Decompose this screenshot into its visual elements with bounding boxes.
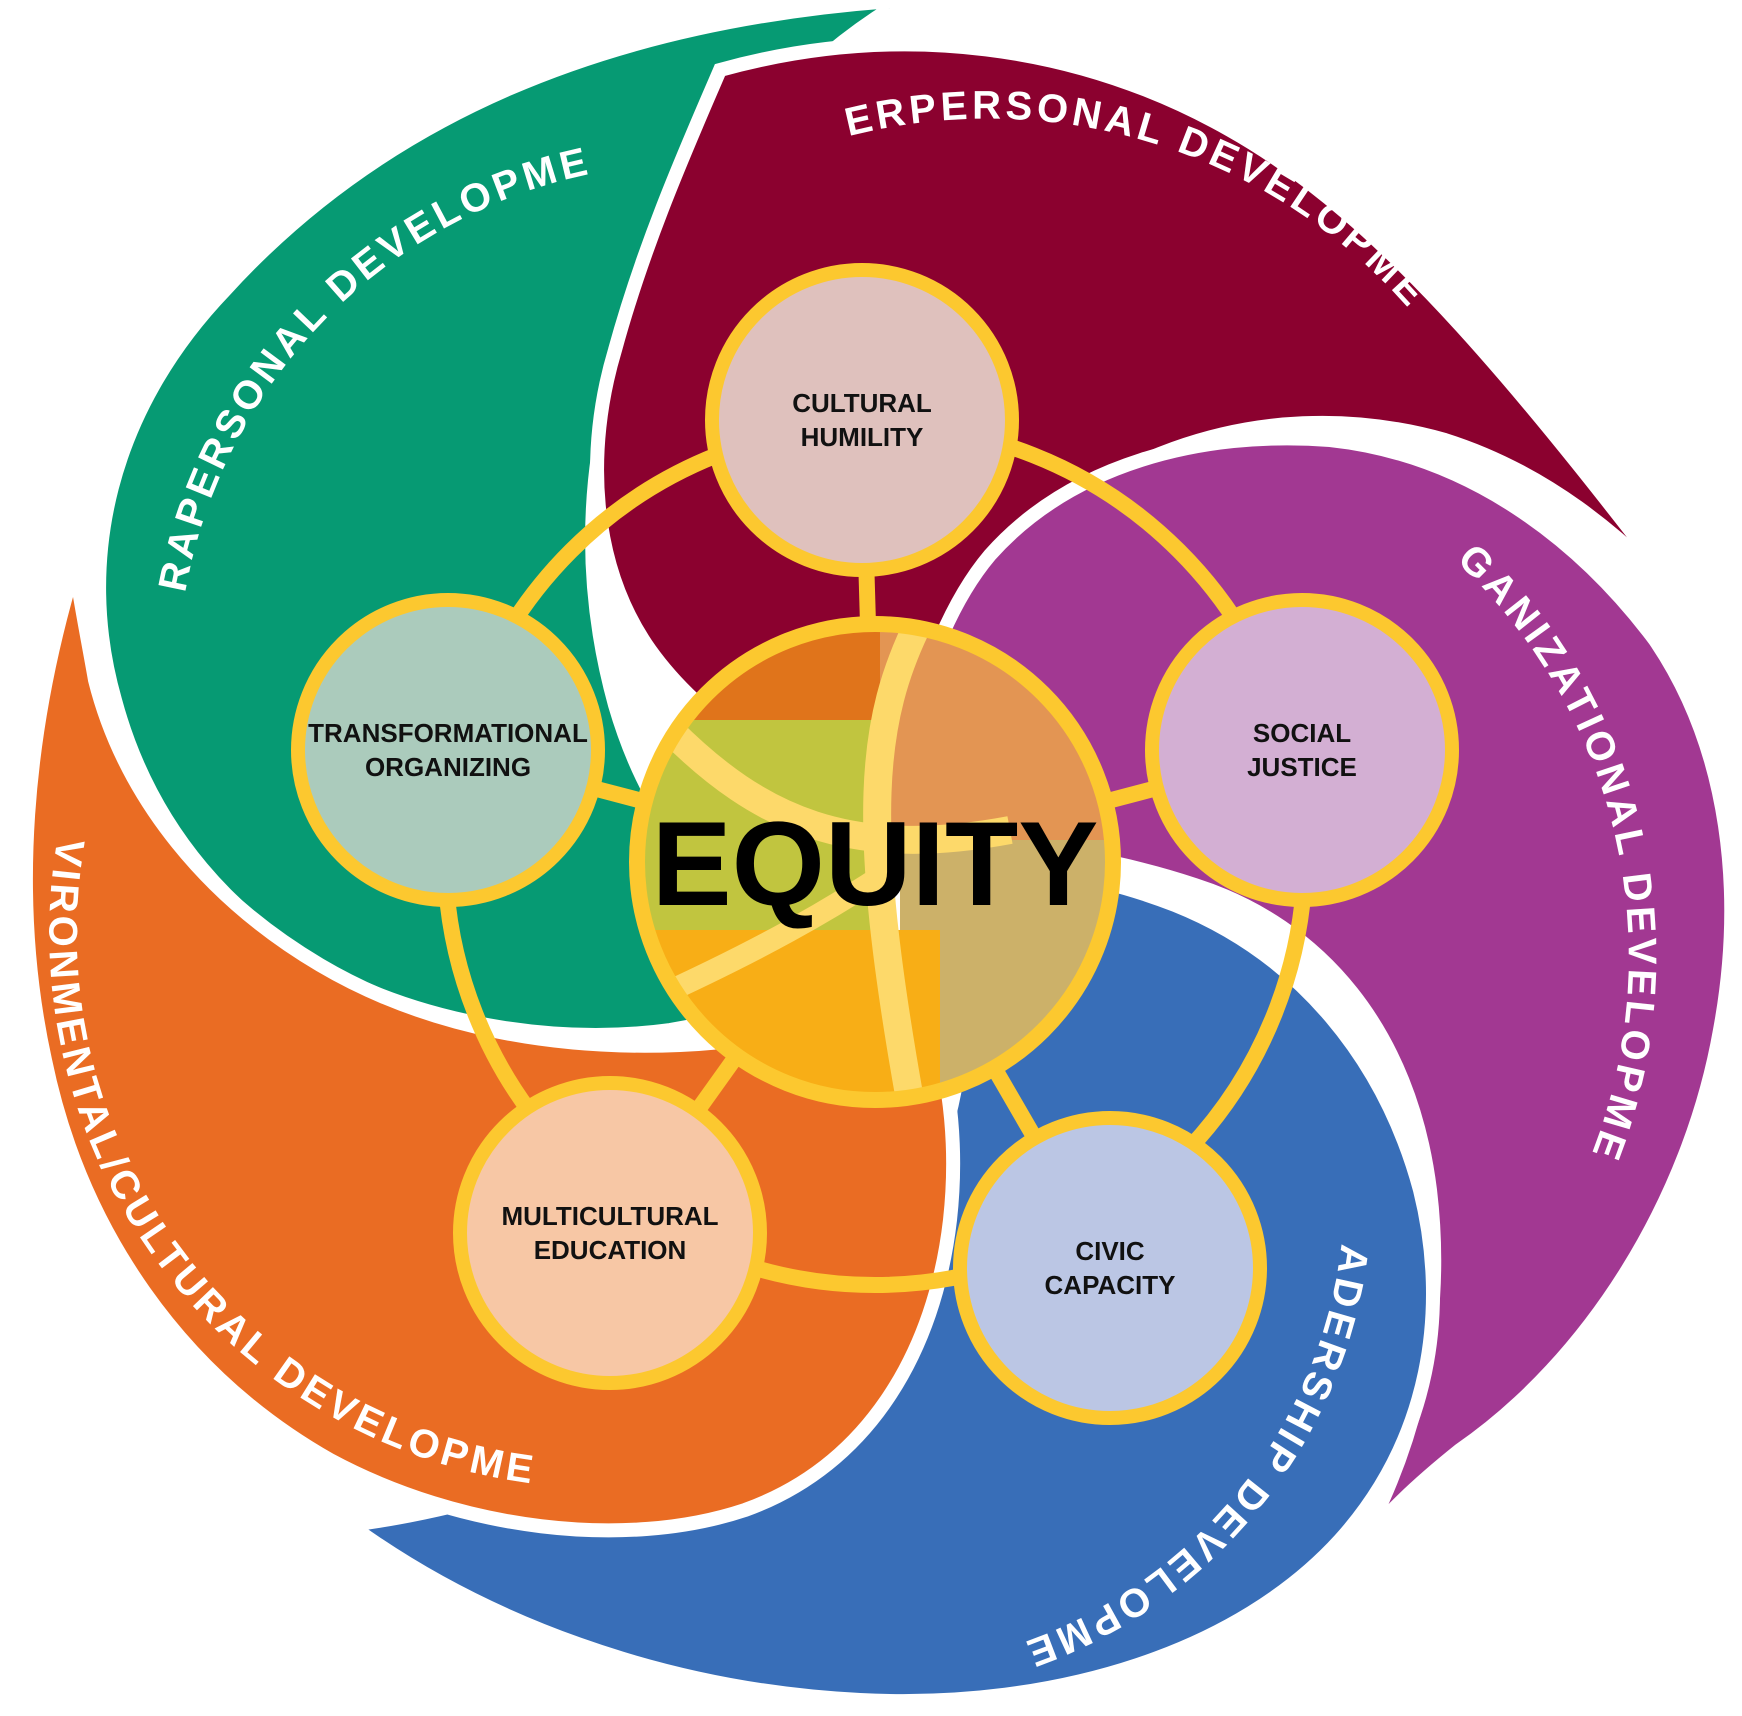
node-label: CAPACITY (1045, 1270, 1176, 1300)
node-label: SOCIAL (1253, 718, 1351, 748)
spoke (690, 1051, 744, 1116)
node-circle (453, 1076, 767, 1390)
node-label: TRANSFORMATIONAL (308, 718, 588, 748)
node-label: ORGANIZING (365, 752, 531, 782)
node-label: EDUCATION (534, 1235, 687, 1265)
center-hub: EQUITY (629, 616, 1121, 1108)
node-social-justice: SOCIAL JUSTICE (1145, 593, 1459, 907)
node-cultural-humility: CULTURAL HUMILITY (705, 263, 1019, 577)
spoke (858, 569, 876, 625)
node-multicultural-education: MULTICULTURAL EDUCATION (453, 1076, 767, 1390)
node-transformational-organizing: TRANSFORMATIONAL ORGANIZING (291, 593, 605, 907)
center-divider (660, 720, 1013, 854)
center-border (629, 616, 1121, 1108)
spoke (987, 1063, 1042, 1143)
center-label: EQUITY (652, 797, 1099, 931)
node-label: CIVIC (1075, 1236, 1145, 1266)
node-label: MULTICULTURAL (501, 1201, 718, 1231)
node-circle (291, 593, 605, 907)
spokes (591, 569, 1159, 1143)
nodes: CULTURAL HUMILITY SOCIAL JUSTICE CIVIC CAPA… (291, 263, 1459, 1425)
center-divider (863, 624, 933, 1100)
node-label: JUSTICE (1247, 752, 1357, 782)
spoke (1103, 780, 1159, 810)
node-civic-capacity: CIVIC CAPACITY (953, 1111, 1267, 1425)
node-circle (953, 1111, 1267, 1425)
node-circle (705, 263, 1019, 577)
node-label: HUMILITY (801, 422, 924, 452)
center-divider (645, 860, 897, 1011)
node-label: CULTURAL (792, 388, 932, 418)
spoke (591, 780, 647, 810)
node-circle (1145, 593, 1459, 907)
